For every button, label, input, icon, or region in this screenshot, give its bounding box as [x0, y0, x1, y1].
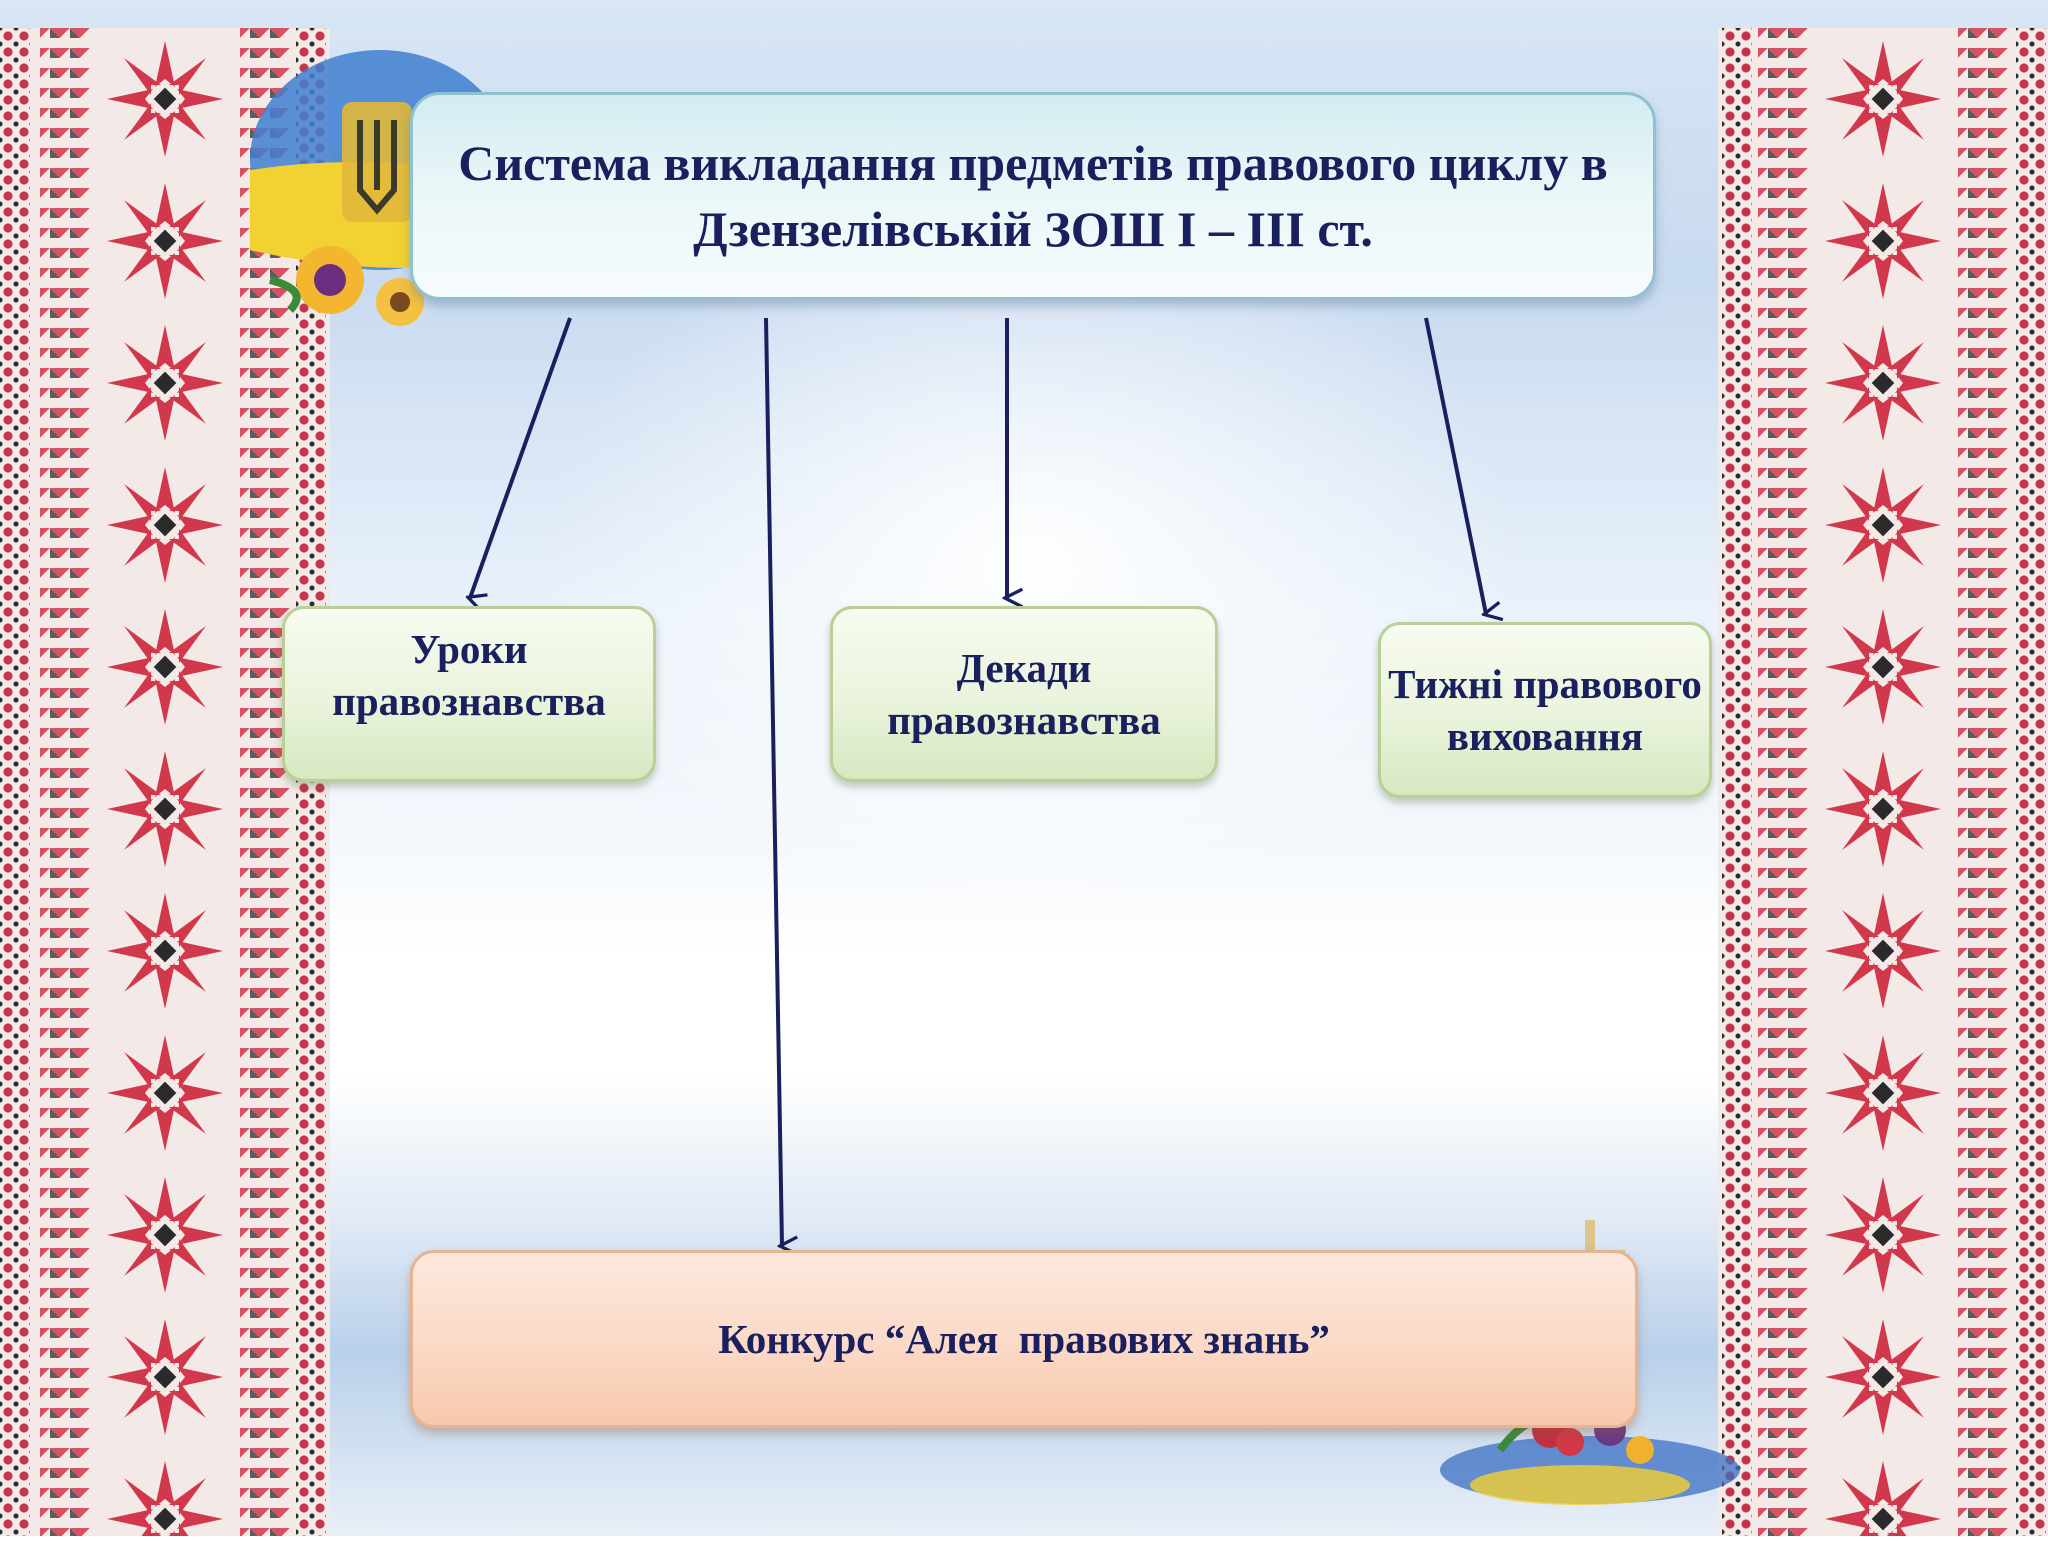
node-label: Декади правознавства: [887, 645, 1161, 743]
ornament-zigzag-band: [1758, 28, 1808, 1536]
ornament-dots-band: [0, 28, 30, 1536]
ornament-zigzag-band: [40, 28, 90, 1536]
node-label: Тижні правового виховання: [1388, 661, 1702, 759]
node-law-decades: Декади правознавства: [830, 606, 1218, 782]
right-ornament-border: [1718, 28, 2048, 1536]
ornament-stars-icon: [100, 28, 230, 1536]
ornament-dots-band: [1722, 28, 1752, 1536]
node-law-lessons: Уроки правознавства: [282, 606, 656, 782]
node-label: Уроки правознавства: [332, 626, 606, 724]
ornament-dots-band: [2016, 28, 2046, 1536]
node-label: Конкурс “Алея правових знань”: [718, 1316, 1330, 1362]
ornament-stars-icon: [1818, 28, 1948, 1536]
node-legal-knowledge-contest: Конкурс “Алея правових знань”: [410, 1250, 1638, 1428]
diagram-title: Система викладання предметів правового ц…: [458, 135, 1608, 257]
ornament-zigzag-band: [1958, 28, 2008, 1536]
ornament-star-column: [100, 28, 230, 1536]
ornament-zigzag-band: [240, 28, 290, 1536]
ornament-star-column: [1818, 28, 1948, 1536]
diagram-title-box: Система викладання предметів правового ц…: [410, 92, 1656, 300]
node-legal-education-weeks: Тижні правового виховання: [1378, 622, 1712, 798]
